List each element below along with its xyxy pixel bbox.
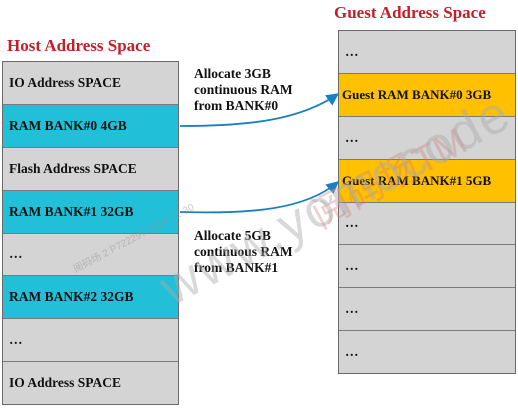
guest-cell-ellipsis-1: … (339, 31, 515, 74)
guest-cell-ellipsis-6: … (339, 331, 515, 373)
guest-cell-ram-bank-1: Guest RAM BANK#1 5GB (339, 159, 515, 203)
guest-cell-ellipsis-2: … (339, 116, 515, 160)
host-address-space-column: IO Address SPACE RAM BANK#0 4GB Flash Ad… (2, 61, 179, 405)
host-cell-io-top: IO Address SPACE (3, 62, 178, 105)
mapping-arrow-bank-0 (179, 93, 340, 127)
host-cell-ellipsis-1: … (3, 233, 178, 277)
guest-address-space-column: … Guest RAM BANK#0 3GB … Guest RAM BANK#… (338, 30, 516, 374)
guest-address-space-title: Guest Address Space (334, 3, 486, 22)
guest-cell-ellipsis-3: … (339, 202, 515, 246)
guest-cell-ram-bank-0: Guest RAM BANK#0 3GB (339, 73, 515, 117)
mapping-label-bank-1-line-2: continuous RAM (194, 244, 293, 259)
mapping-label-bank-0: Allocate 3GB continuous RAM from BANK#0 (194, 66, 293, 114)
mapping-arrow-bank-1 (179, 181, 339, 214)
mapping-label-bank-0-line-1: Allocate 3GB (194, 66, 271, 81)
host-cell-io-bottom: IO Address SPACE (3, 362, 178, 404)
mapping-label-bank-0-line-2: continuous RAM (194, 82, 293, 97)
mapping-label-bank-0-line-3: from BANK#0 (194, 98, 279, 113)
mapping-label-bank-1-line-1: Allocate 5GB (194, 228, 271, 243)
guest-cell-ellipsis-5: … (339, 288, 515, 332)
host-cell-ram-bank-2: RAM BANK#2 32GB (3, 276, 178, 320)
mapping-label-bank-1-line-3: from BANK#1 (194, 260, 279, 275)
host-cell-ram-bank-0: RAM BANK#0 4GB (3, 104, 178, 148)
host-cell-flash: Flash Address SPACE (3, 147, 178, 191)
host-cell-ram-bank-1: RAM BANK#1 32GB (3, 190, 178, 234)
host-cell-ellipsis-2: … (3, 319, 178, 363)
host-address-space-title: Host Address Space (7, 36, 151, 55)
guest-cell-ellipsis-4: … (339, 245, 515, 289)
mapping-label-bank-1: Allocate 5GB continuous RAM from BANK#1 (194, 228, 293, 276)
